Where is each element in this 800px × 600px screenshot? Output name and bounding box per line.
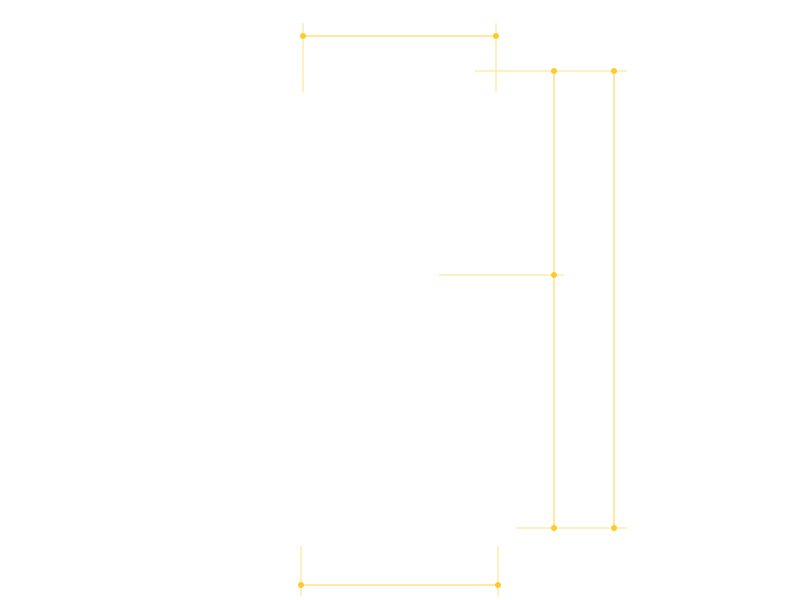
top-width-dimension (300, 23, 499, 92)
top-right-marker-dot (493, 33, 499, 39)
bottom-width-dimension (298, 546, 501, 596)
bottom-left-marker-dot (298, 582, 304, 588)
inner-bottom-marker-dot (551, 525, 557, 531)
bottom-right-marker-dot (495, 582, 501, 588)
midpoint-marker-dot (551, 272, 557, 278)
right-height-dimension (439, 68, 627, 531)
top-left-marker-dot (300, 33, 306, 39)
outer-top-marker-dot (611, 68, 617, 74)
outer-bottom-marker-dot (611, 525, 617, 531)
inner-top-marker-dot (551, 68, 557, 74)
